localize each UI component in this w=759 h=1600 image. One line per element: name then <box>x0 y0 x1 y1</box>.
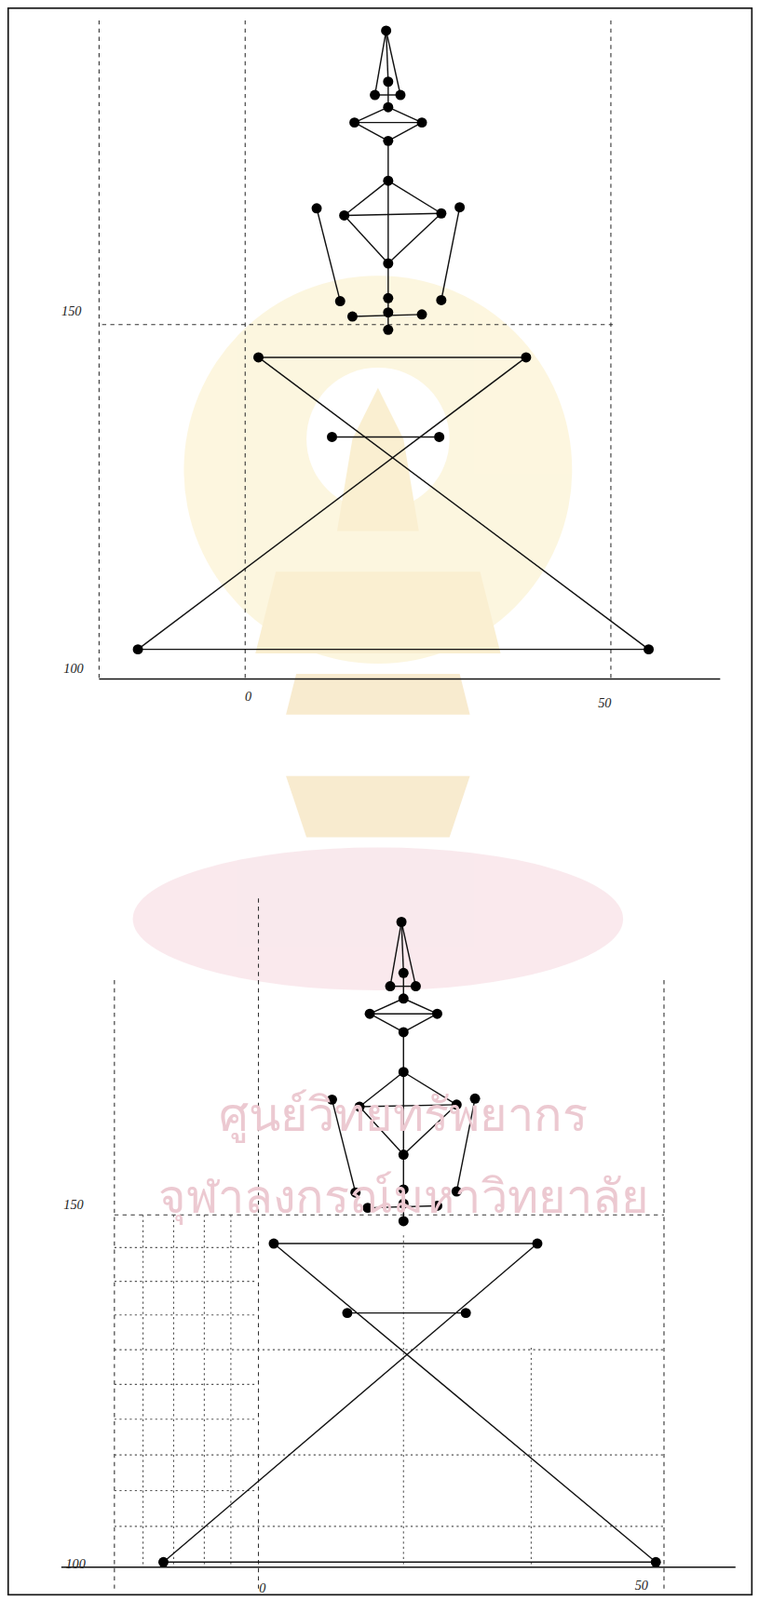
figure-part <box>98 678 720 680</box>
figure-part <box>114 1384 256 1386</box>
figure-part <box>133 847 624 991</box>
figure-part <box>163 1244 538 1563</box>
figure-part <box>520 352 531 363</box>
axis-label: 150 <box>61 304 82 318</box>
figure-part <box>311 25 466 335</box>
figure-part <box>331 436 439 438</box>
figure-part <box>163 1562 657 1564</box>
figure-part <box>326 432 338 443</box>
bottom-plot <box>61 898 736 1594</box>
axis-label: 0 <box>244 690 252 704</box>
figure-part <box>137 357 527 651</box>
watermark-text: จุฬาลงกรณ์มหาวิทยาลัย <box>158 1173 650 1220</box>
axis-label: 100 <box>65 1558 85 1572</box>
figure-part <box>460 1308 472 1319</box>
figure-part <box>114 1314 256 1316</box>
figure-part <box>98 20 100 680</box>
axis-label: 150 <box>63 1198 83 1212</box>
figure-part <box>273 1243 538 1245</box>
axis-label: 100 <box>63 662 83 676</box>
figure-part <box>114 1419 256 1421</box>
figure-part <box>257 898 259 1594</box>
top-plot <box>98 20 720 680</box>
figure-part <box>137 649 649 651</box>
figure-part <box>253 352 264 363</box>
figure-part <box>255 571 501 654</box>
figure-part <box>403 1235 405 1568</box>
watermark-text: ศูนย์วิทยทรัพยากร <box>218 1092 588 1139</box>
figure-part <box>268 1239 279 1250</box>
figure-part <box>347 1313 466 1315</box>
figure-part <box>531 1239 543 1250</box>
figure-part <box>663 980 665 1594</box>
figure-part <box>158 1558 169 1569</box>
figure-part <box>114 1281 256 1283</box>
watermark-emblem <box>133 275 624 991</box>
axis-label: 50 <box>597 696 611 710</box>
figure-part <box>643 644 654 655</box>
figure-part <box>114 1490 256 1492</box>
figure-part <box>114 1455 665 1457</box>
figure-part <box>102 324 613 326</box>
figure-part <box>650 1558 662 1569</box>
figure-part <box>258 357 650 651</box>
figure-part <box>114 1350 665 1352</box>
axis-label: 50 <box>635 1579 649 1593</box>
figure-part <box>230 1215 231 1568</box>
page-frame <box>8 8 753 1597</box>
figure-part <box>433 432 445 443</box>
figure-part <box>285 674 470 716</box>
figure-part <box>133 644 144 655</box>
figure-part <box>273 1244 656 1563</box>
figure-part <box>337 388 420 532</box>
figure-part <box>114 1247 256 1249</box>
figure-part <box>173 1215 175 1568</box>
figure-part <box>244 20 246 680</box>
axis-label: 0 <box>258 1582 266 1596</box>
figure-part <box>341 1308 353 1319</box>
figure-part <box>114 1526 665 1528</box>
figure-part <box>203 1215 205 1568</box>
figure-part <box>285 776 470 839</box>
figure-part <box>142 1215 144 1568</box>
figure-part <box>183 275 572 665</box>
figure-part <box>258 356 527 358</box>
figure-part <box>609 20 611 680</box>
figure-part <box>113 980 115 1594</box>
